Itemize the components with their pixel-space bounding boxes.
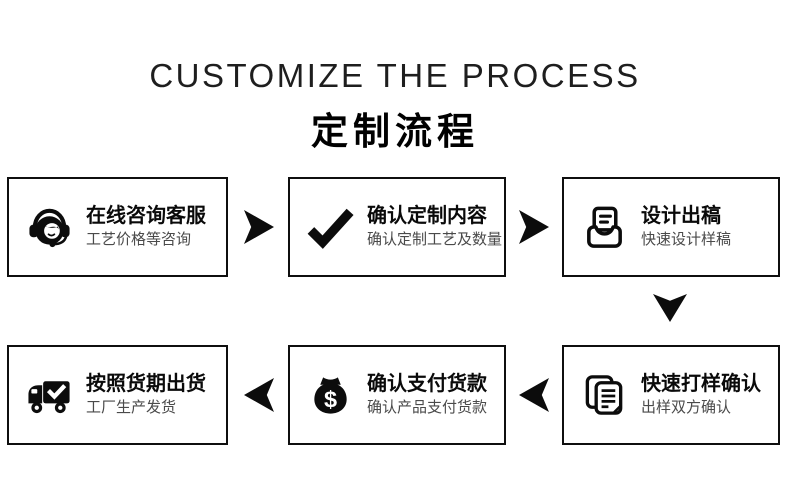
step-subtitle: 出样双方确认	[641, 398, 732, 416]
step-title: 设计出稿	[641, 204, 721, 227]
step-text: 在线咨询客服 工艺价格等咨询	[86, 204, 206, 251]
documents-icon	[581, 372, 628, 419]
step-box-online-consult: 在线咨询客服 工艺价格等咨询	[7, 177, 228, 277]
design-tray-icon	[581, 204, 628, 251]
step-subtitle: 确认产品支付货款	[367, 398, 488, 416]
step-title: 在线咨询客服	[86, 204, 206, 227]
step-text: 确认定制内容 确认定制工艺及数量	[367, 204, 502, 251]
step-box-sample-confirm: 快速打样确认 出样双方确认	[562, 345, 780, 445]
step-box-payment: $ 确认支付货款 确认产品支付货款	[288, 345, 506, 445]
svg-text:$: $	[324, 386, 337, 412]
step-text: 快速打样确认 出样双方确认	[641, 372, 761, 419]
step-box-confirm-content: 确认定制内容 确认定制工艺及数量	[288, 177, 506, 277]
arrow-left-icon	[244, 378, 274, 412]
headset-icon	[26, 204, 73, 251]
step-subtitle: 快速设计样稿	[641, 230, 732, 248]
step-title: 确认定制内容	[367, 204, 487, 227]
step-title: 快速打样确认	[641, 372, 761, 395]
arrow-down-icon	[653, 294, 687, 322]
step-subtitle: 工厂生产发货	[86, 398, 177, 416]
page-title-en: CUSTOMIZE THE PROCESS	[149, 57, 641, 94]
arrow-right-icon	[244, 210, 274, 244]
step-subtitle: 确认定制工艺及数量	[367, 230, 503, 248]
money-bag-icon: $	[307, 372, 354, 419]
step-text: 确认支付货款 确认产品支付货款	[367, 372, 487, 419]
step-subtitle: 工艺价格等咨询	[86, 230, 192, 248]
step-box-shipping: 按照货期出货 工厂生产发货	[7, 345, 228, 445]
page-title-zh: 定制流程	[311, 111, 479, 152]
arrow-right-icon	[519, 210, 549, 244]
step-title: 按照货期出货	[86, 372, 206, 395]
truck-icon	[26, 372, 73, 419]
step-box-design-draft: 设计出稿 快速设计样稿	[562, 177, 780, 277]
checkmark-icon	[307, 204, 354, 251]
step-text: 按照货期出货 工厂生产发货	[86, 372, 206, 419]
step-text: 设计出稿 快速设计样稿	[641, 204, 731, 251]
arrow-left-icon	[519, 378, 549, 412]
step-title: 确认支付货款	[367, 372, 487, 395]
